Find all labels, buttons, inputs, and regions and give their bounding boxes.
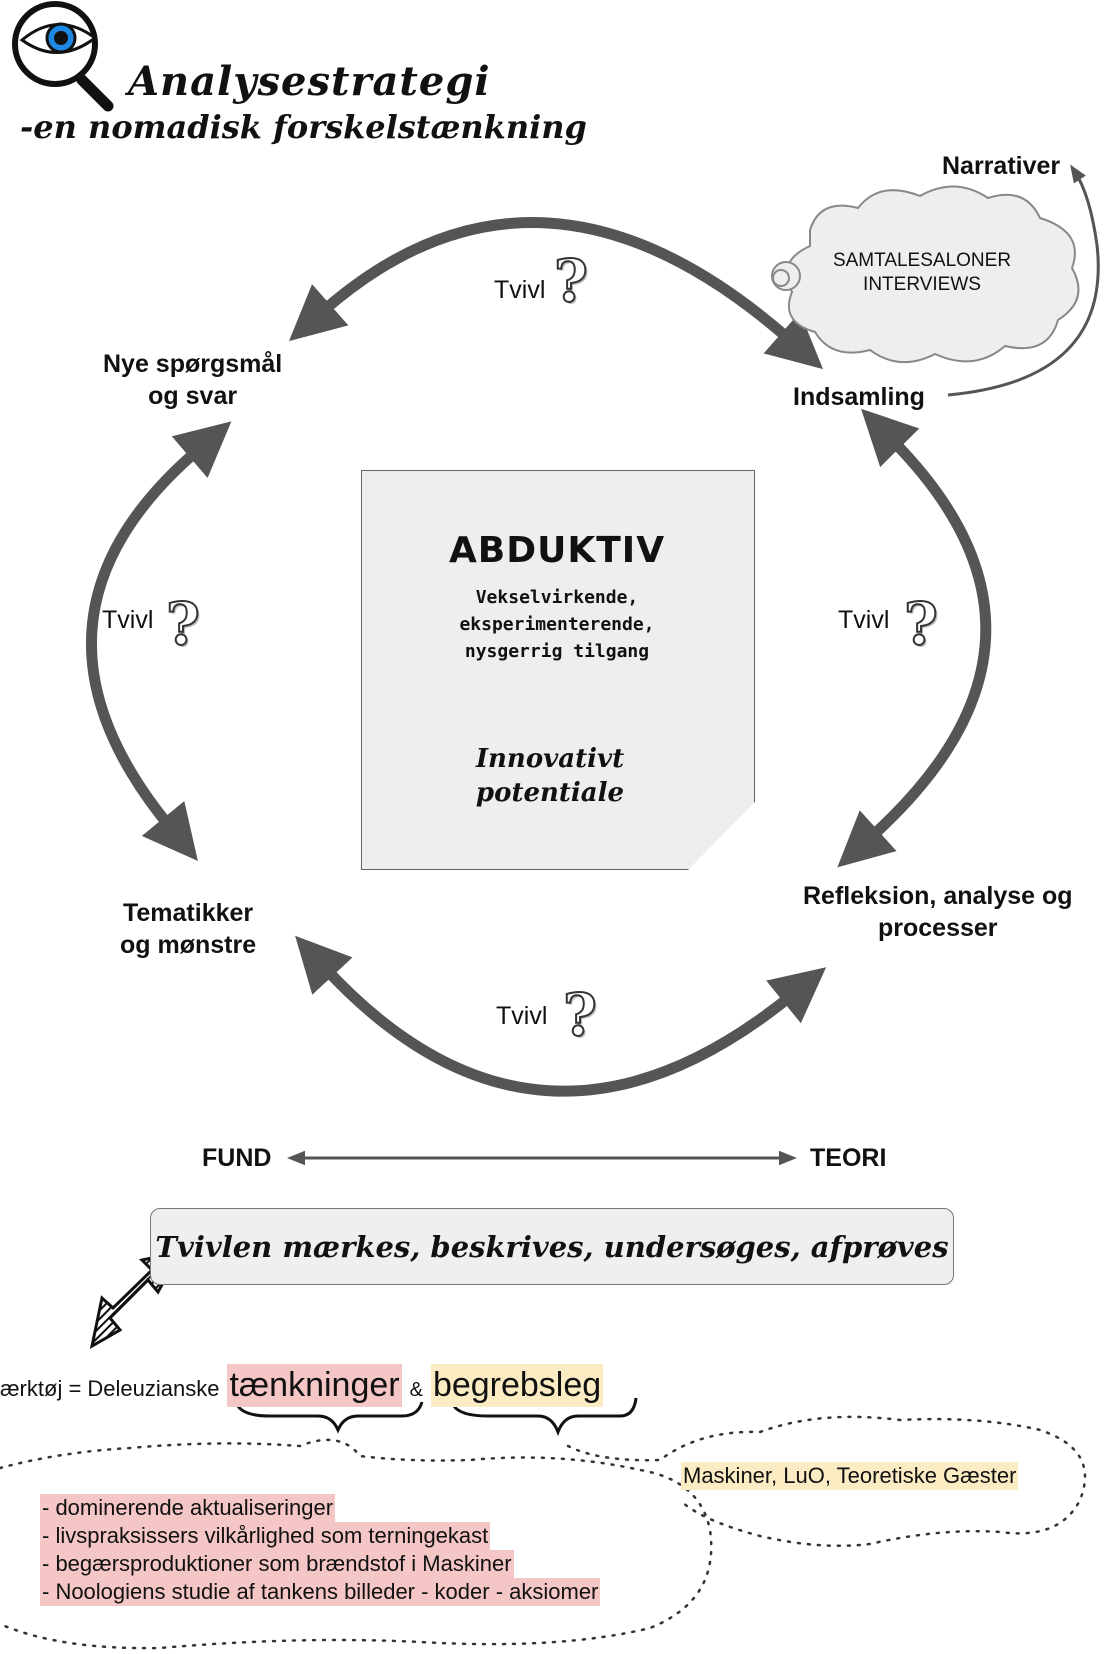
doubt-label-left: Tvivl bbox=[102, 606, 154, 634]
doubt-banner: Tvivlen mærkes, beskrives, undersøges, a… bbox=[150, 1208, 954, 1285]
doubt-banner-text: Tvivlen mærkes, beskrives, undersøges, a… bbox=[155, 1229, 949, 1264]
axis-fund: FUND bbox=[202, 1144, 272, 1172]
dotted-blob-gaester bbox=[566, 1415, 1087, 1548]
center-note bbox=[361, 470, 755, 870]
title-subtitle: -en nomadisk forskelstænkning bbox=[20, 108, 587, 146]
narrativer-arrow bbox=[947, 164, 1100, 397]
node-narrativer: Narrativer bbox=[942, 152, 1061, 180]
title-main: Analysestrategi bbox=[128, 58, 491, 105]
magnifier-eye-icon bbox=[12, 1, 114, 112]
list-item: - Noologiens studie af tankens billeder … bbox=[40, 1578, 601, 1606]
node-nye-spoergsmaal: Nye spørgsmål og svar bbox=[103, 350, 283, 410]
axis-teori: TEORI bbox=[810, 1144, 887, 1172]
arrow-right bbox=[837, 408, 992, 868]
term-taenkninger: tænkninger bbox=[227, 1364, 402, 1407]
abduktiv-body: Vekselvirkende, eksperimenterende, nysge… bbox=[459, 587, 655, 662]
abduktiv-title: ABDUKTIV bbox=[448, 530, 666, 571]
doubt-label-right: Tvivl bbox=[838, 606, 890, 634]
question-mark-icon: ? bbox=[562, 981, 598, 1049]
node-indsamling: Indsamling bbox=[793, 383, 925, 411]
list-item: - begærsproduktioner som brændstof i Mas… bbox=[40, 1550, 514, 1578]
tool-prefix: ærktøj = Deleuzianske bbox=[0, 1376, 220, 1401]
question-mark-icon: ? bbox=[165, 590, 201, 658]
cloud-text: SAMTALESALONER INTERVIEWS bbox=[832, 250, 1012, 295]
arrow-bottom bbox=[295, 935, 827, 1097]
thought-cloud bbox=[771, 185, 1080, 364]
brace-begrebsleg bbox=[450, 1397, 638, 1437]
tag-gaester: Maskiner, LuO, Teoretiske Gæster bbox=[681, 1462, 1019, 1490]
arrow-left bbox=[85, 421, 232, 862]
node-tematikker: Tematikker og mønstre bbox=[120, 899, 257, 959]
term-begrebsleg: begrebsleg bbox=[430, 1364, 604, 1407]
tool-line: ærktøj = Deleuzianske tænkninger & begre… bbox=[0, 1364, 604, 1407]
innovativt-potentiale: Innovativt potentiale bbox=[475, 744, 625, 808]
node-refleksion: Refleksion, analyse og processer bbox=[803, 882, 1073, 942]
question-mark-icon: ? bbox=[903, 590, 939, 658]
thinking-list: - dominerende aktualiseringer - livsprak… bbox=[40, 1494, 601, 1606]
list-item: - dominerende aktualiseringer bbox=[40, 1494, 336, 1522]
brace-taenkninger bbox=[234, 1401, 424, 1434]
tool-ampersand: & bbox=[409, 1379, 423, 1401]
arrow-top bbox=[288, 217, 824, 370]
doubt-label-bottom: Tvivl bbox=[496, 1002, 548, 1030]
question-mark-icon: ? bbox=[553, 247, 589, 315]
list-item: - livspraksissers vilkårlighed som terni… bbox=[40, 1522, 491, 1550]
doubt-label-top: Tvivl bbox=[494, 276, 546, 304]
